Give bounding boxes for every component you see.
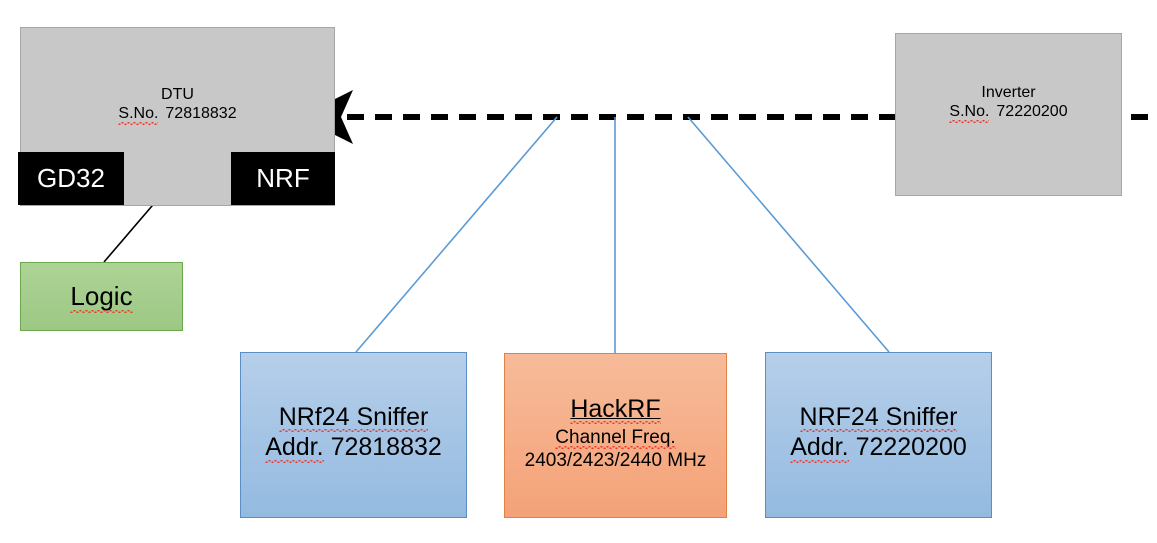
node-inverter[interactable]: Inverter S.No. 72220200 [895, 33, 1122, 196]
inverter-serial-label: S.No. [949, 102, 990, 123]
node-logic[interactable]: Logic [20, 262, 183, 331]
hackrf-title-text: HackRF [570, 395, 661, 423]
node-nrf[interactable]: NRF [231, 152, 335, 205]
dtu-serial: S.No. 72818832 [118, 104, 237, 125]
connector-sniffer-right-tap [687, 116, 890, 353]
inverter-serial-value: 72220200 [996, 102, 1068, 120]
sniffer-right-addr: Addr. 72220200 [790, 433, 967, 463]
hackrf-title: HackRF [570, 395, 660, 425]
dtu-serial-value: 72818832 [165, 104, 237, 122]
sniffer-left-addr-value: 72818832 [330, 432, 442, 461]
sniffer-left-addr: Addr. 72818832 [265, 433, 442, 463]
sniffer-right-addr-value: 72220200 [855, 432, 967, 461]
connector-sniffer-left-tap [355, 116, 558, 353]
logic-label: Logic [70, 281, 133, 313]
inverter-title: Inverter [981, 84, 1036, 101]
hackrf-subtitle: Channel Freq. [555, 426, 675, 450]
sniffer-left-title: NRf24 Sniffer [279, 403, 429, 433]
node-hackrf[interactable]: HackRF Channel Freq. 2403/2423/2440 MHz [504, 353, 727, 518]
node-gd32[interactable]: GD32 [18, 152, 124, 205]
inverter-serial: S.No. 72220200 [949, 102, 1068, 123]
nrf-label: NRF [256, 163, 310, 194]
sniffer-right-title: NRF24 Sniffer [800, 403, 958, 433]
node-sniffer-right[interactable]: NRF24 Sniffer Addr. 72220200 [765, 352, 992, 518]
hackrf-subtitle-text: Channel Freq. [555, 426, 676, 448]
sniffer-right-addr-label: Addr. [790, 432, 849, 463]
dtu-serial-label: S.No. [118, 104, 159, 125]
hackrf-frequencies: 2403/2423/2440 MHz [524, 450, 707, 472]
sniffer-left-title-text: NRf24 Sniffer [278, 403, 429, 431]
sniffer-right-title-text: NRF24 Sniffer [799, 403, 958, 431]
dtu-title: DTU [161, 86, 194, 103]
sniffer-left-addr-label: Addr. [265, 432, 324, 463]
gd32-label: GD32 [37, 163, 105, 194]
node-sniffer-left[interactable]: NRf24 Sniffer Addr. 72818832 [240, 352, 467, 518]
